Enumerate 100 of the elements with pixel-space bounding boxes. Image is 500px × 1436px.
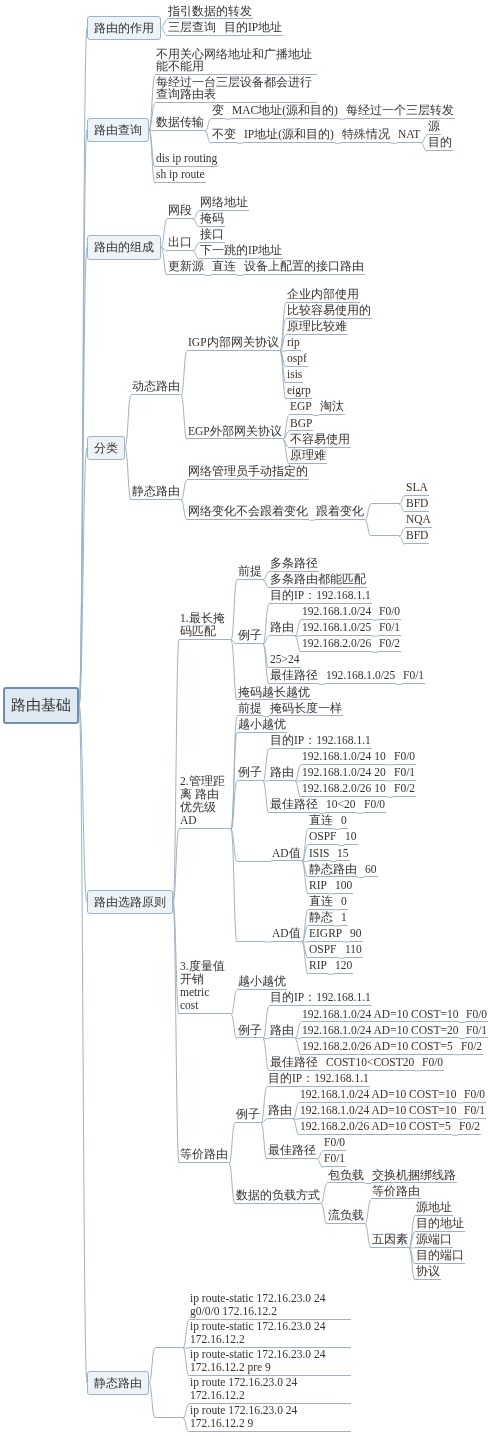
- branch-line: [262, 603, 270, 645]
- topic-text: 目的IP：192.168.1.1: [267, 1071, 370, 1087]
- topic-text: F0/1: [393, 766, 417, 781]
- branch-line: [262, 579, 270, 589]
- topic-text: 淘汰: [319, 400, 345, 416]
- branch-line: [124, 447, 132, 501]
- branch-line: [279, 350, 287, 384]
- branch-line: [236, 142, 244, 144]
- topic-text: 192.168.1.0/24 10: [301, 749, 387, 765]
- topic-text: 接口: [199, 228, 225, 243]
- branch-line: [327, 893, 335, 895]
- topic-text: F0/2: [393, 782, 417, 797]
- topic-text: 网段: [167, 203, 193, 219]
- branch-line: [316, 1150, 324, 1160]
- topic-text: F0/0: [421, 1055, 445, 1071]
- branch-line: [395, 683, 403, 685]
- topic-text: 等价路由: [179, 1148, 229, 1164]
- branch-line: [260, 1122, 268, 1160]
- branch-line: [294, 764, 302, 782]
- main-topic-box: 分类: [87, 435, 125, 461]
- topic-text: OSPF: [308, 943, 338, 958]
- branch-line: [236, 274, 244, 276]
- branch-line: [292, 1102, 300, 1120]
- branch-line: [408, 1247, 416, 1265]
- branch-line: [262, 1005, 270, 1040]
- branch-line: [371, 635, 379, 637]
- topic-text: 0: [340, 894, 348, 910]
- topic-text: 192.168.1.0/24 AD=10 COST=10: [301, 1007, 460, 1023]
- branch-line: [337, 844, 345, 846]
- topic-text: IGP内部网关协议: [187, 336, 280, 351]
- branch-line: [228, 1162, 236, 1205]
- topic-text: F0/1: [378, 621, 402, 636]
- topic-text: 例子: [237, 766, 263, 781]
- branch-line: [318, 1070, 326, 1072]
- topic-text: 五因素: [371, 1232, 409, 1248]
- topic-text: isis: [286, 368, 304, 384]
- branch-line: [180, 394, 188, 441]
- root-topic-box: 路由基础: [3, 686, 79, 725]
- branch-line: [148, 103, 156, 130]
- topic-text: 15: [336, 846, 350, 862]
- topic-text: 目的IP：192.168.1.1: [269, 991, 372, 1007]
- topic-text: 2.管理距离 路由优先级 AD: [179, 775, 231, 829]
- topic-text: 变: [211, 104, 225, 119]
- branch-line: [364, 503, 372, 521]
- branch-line: [301, 861, 309, 862]
- topic-text: F0/2: [460, 1039, 484, 1055]
- topic-text: 下一跳的IP地址: [199, 244, 284, 260]
- branch-line: [294, 619, 302, 637]
- topic-text: 最佳路径: [269, 798, 319, 814]
- branch-line: [148, 129, 156, 168]
- branch-line: [357, 877, 365, 879]
- branch-line: [160, 246, 168, 252]
- branch-line: [386, 780, 394, 782]
- branch-line: [371, 619, 379, 621]
- branch-line: [160, 218, 168, 248]
- topic-text: 最佳路径: [269, 1055, 319, 1071]
- topic-text: 源地址: [415, 1200, 453, 1216]
- branch-line: [204, 118, 212, 132]
- branch-line: [333, 828, 341, 830]
- branch-line: [204, 274, 212, 276]
- branch-line: [160, 246, 168, 276]
- topic-text: 1: [340, 910, 348, 926]
- topic-text: 直连: [211, 260, 237, 276]
- topic-text: F0/1: [323, 1152, 347, 1168]
- main-topic-box: 路由查询: [87, 117, 149, 142]
- branch-line: [420, 142, 428, 152]
- topic-text: F0/0: [463, 1088, 487, 1103]
- branch-line: [180, 350, 188, 396]
- topic-text: ip route 172.16.23.0 24 172.16.12.2 9: [189, 1404, 351, 1432]
- branch-line: [301, 844, 309, 862]
- topic-text: F0/0: [465, 1007, 489, 1023]
- topic-text: 静态路由: [308, 862, 358, 878]
- branch-line: [333, 925, 341, 927]
- branch-line: [301, 941, 309, 975]
- branch-line: [294, 635, 302, 653]
- branch-line: [282, 414, 290, 441]
- branch-line: [230, 989, 238, 1015]
- branch-line: [262, 1038, 270, 1040]
- topic-text: 网络变化不会跟着变化: [187, 505, 309, 520]
- topic-text: 目的端口: [415, 1249, 465, 1264]
- topic-text: ospf: [286, 352, 308, 368]
- topic-text: 源端口: [415, 1232, 453, 1248]
- branch-line: [458, 1022, 466, 1023]
- topic-text: 192.168.1.0/24: [301, 605, 373, 620]
- topic-text: 原理难: [289, 448, 327, 464]
- branch-line: [320, 1203, 328, 1225]
- topic-text: 原理比较难: [286, 319, 348, 335]
- topic-text: 110: [344, 943, 363, 958]
- branch-line: [282, 431, 290, 441]
- branch-line: [282, 439, 290, 465]
- topic-text: NQA: [405, 513, 432, 529]
- branch-line: [279, 350, 287, 352]
- branch-line: [262, 643, 270, 685]
- topic-text: 不变: [211, 128, 237, 144]
- branch-line: [327, 973, 335, 975]
- branch-line: [78, 704, 88, 903]
- topic-text: RIP: [308, 878, 328, 894]
- topic-text: 包负载: [327, 1168, 365, 1184]
- branch-line: [364, 1183, 372, 1184]
- topic-text: 掩码越长越优: [237, 685, 311, 701]
